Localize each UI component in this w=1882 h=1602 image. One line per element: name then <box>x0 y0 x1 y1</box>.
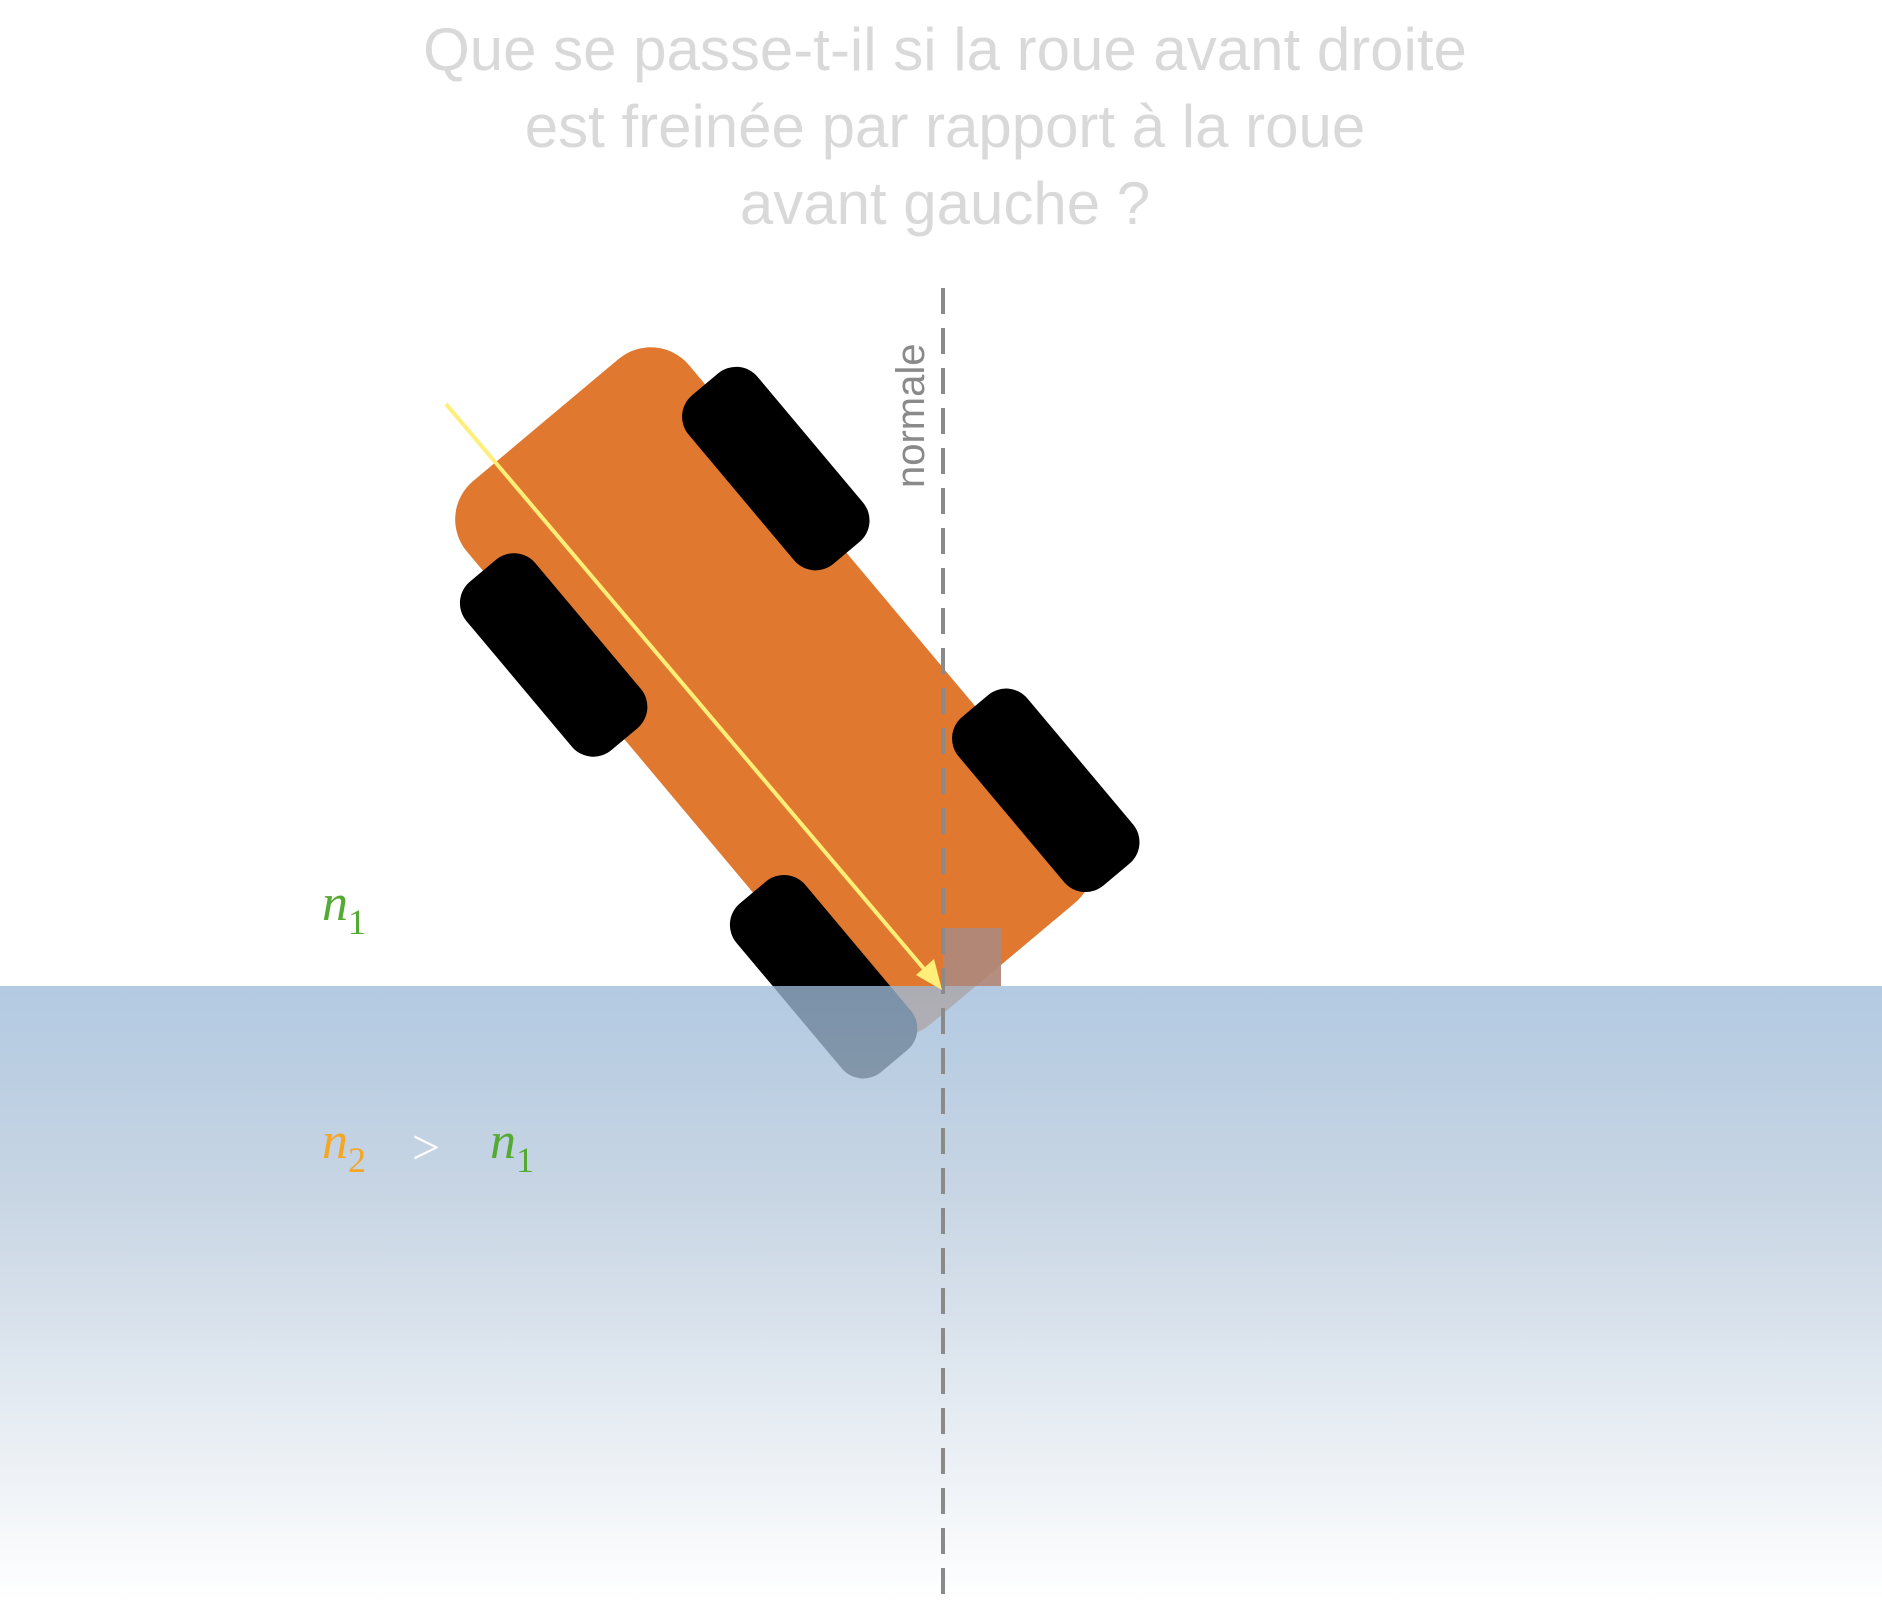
n2-symbol: n <box>322 1113 348 1170</box>
question-line-1: Que se passe-t-il si la roue avant droit… <box>423 16 1467 83</box>
n1-label: n1 <box>322 875 366 942</box>
n1-compare-symbol: n <box>490 1113 516 1170</box>
right-angle-marker <box>943 928 1001 986</box>
normal-label: normale <box>889 343 933 488</box>
n1-compare-label: n1 <box>490 1113 534 1180</box>
n1-symbol: n <box>322 875 348 932</box>
question-line-3: avant gauche ? <box>740 170 1150 237</box>
n1-compare-subscript: 1 <box>516 1140 534 1180</box>
incident-ray <box>444 402 932 978</box>
n2-label: n2 <box>322 1113 366 1180</box>
incident-ray-arrowhead <box>916 959 942 990</box>
car <box>400 297 1151 1090</box>
question-line-2: est freinée par rapport à la roue <box>525 93 1366 160</box>
relation-symbol: > <box>412 1119 440 1175</box>
n1-subscript: 1 <box>348 902 366 942</box>
n2-subscript: 2 <box>348 1140 366 1180</box>
